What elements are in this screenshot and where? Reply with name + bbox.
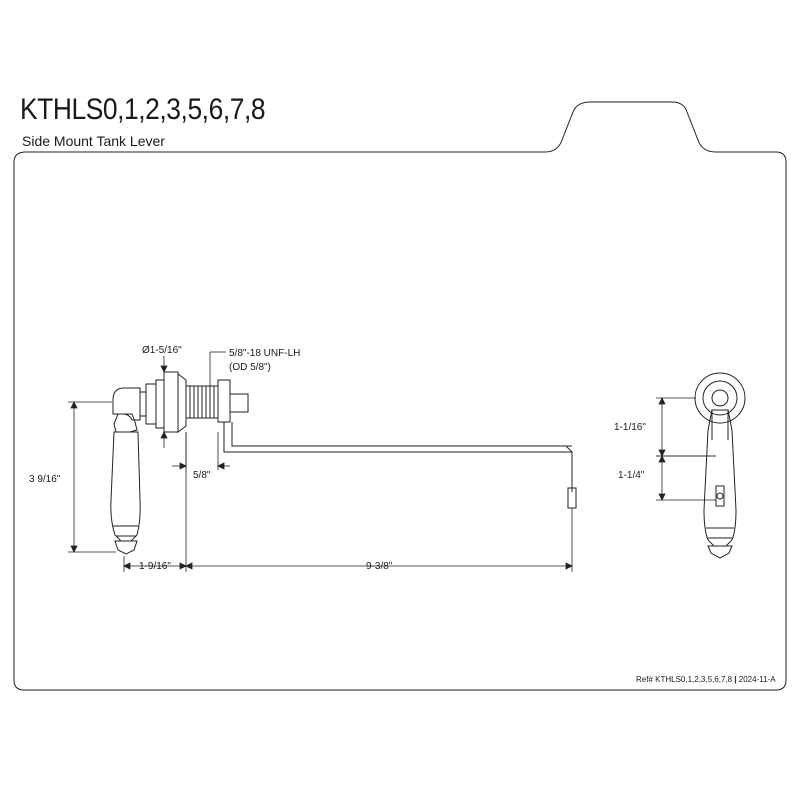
collar — [163, 371, 179, 433]
sheet-border — [13, 101, 787, 691]
front-lever-tip — [707, 545, 733, 559]
front-hub — [711, 389, 729, 407]
front-escutcheon-inner — [702, 380, 738, 416]
model-title: KTHLS0,1,2,3,5,6,7,8 — [20, 93, 266, 126]
front-screw — [716, 492, 724, 500]
dim-front-upper: 1-1/16" — [614, 422, 646, 433]
dim-thread-od: (OD 5/8") — [229, 362, 271, 373]
reference-footer: Ref# KTHLS0,1,2,3,5,6,7,8 | 2024-11-A — [636, 675, 776, 684]
dim-arm-length: 9-3/8" — [366, 561, 393, 572]
front-view — [694, 372, 746, 559]
ref-separator: | — [734, 675, 737, 684]
front-dimension-lines — [656, 397, 716, 501]
product-description: Side Mount Tank Lever — [22, 133, 165, 149]
neck-ring-1 — [139, 391, 147, 417]
side-view — [110, 371, 577, 555]
dim-thread-diameter: Ø1-5/16" — [142, 345, 182, 356]
ref-label: Ref# KTHLS0,1,2,3,5,6,7,8 — [636, 675, 733, 684]
handle-tip — [114, 540, 138, 555]
thread-lines — [189, 386, 215, 418]
dim-thread-spec: 5/8"-18 UNF-LH — [229, 348, 300, 359]
dim-handle-height: 3 9/16" — [29, 474, 61, 485]
neck-ring-3 — [155, 379, 165, 429]
dim-front-lower: 1-1/4" — [618, 470, 645, 481]
spindle-end — [229, 393, 249, 413]
handle-lever — [110, 431, 141, 542]
dimension-lines — [68, 351, 573, 572]
handle-body — [113, 413, 138, 433]
lift-arm — [223, 422, 573, 492]
dim-handle-depth: 1-9/16" — [139, 561, 171, 572]
front-lever — [703, 409, 737, 547]
mounting-nut — [217, 379, 231, 423]
ref-revision: 2024-11-A — [738, 675, 776, 684]
flange — [177, 373, 187, 433]
dim-shank-length: 5/8" — [193, 470, 211, 481]
neck-ring-2 — [145, 383, 157, 425]
